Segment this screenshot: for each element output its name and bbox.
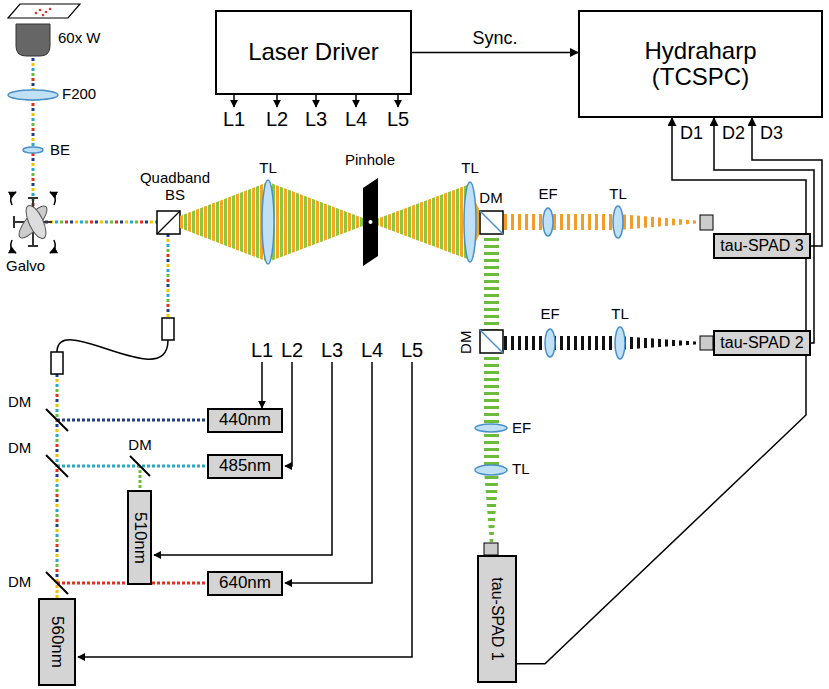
part-label: TL	[259, 160, 277, 177]
part-label: BE	[50, 142, 70, 159]
signal-name: L1	[223, 108, 245, 130]
part-label: TL	[461, 160, 479, 177]
part-label: Quadband BS	[135, 170, 215, 203]
part-label: DM	[458, 331, 475, 354]
laser-beam	[139, 466, 142, 488]
laser-beam	[32, 58, 35, 212]
laser-beam	[45, 221, 157, 224]
part-label: DM	[8, 394, 31, 411]
laser-beam	[32, 58, 35, 212]
laser-beam	[56, 374, 59, 583]
detector-box: tau-SPAD 3	[713, 233, 811, 259]
laser-box: 440nm	[207, 408, 283, 433]
part-label: TL	[609, 186, 627, 203]
part-label: Galvo	[6, 258, 45, 275]
box-label: 560nm	[48, 616, 67, 668]
part-label: DM	[8, 574, 31, 591]
laser-beam	[32, 58, 35, 212]
laser-beam	[32, 58, 35, 212]
box-label: 510nm	[130, 512, 149, 564]
laser-beam	[56, 374, 59, 583]
signal-name: L4	[361, 339, 383, 361]
box-label: 640nm	[219, 574, 271, 593]
signal-name: D2	[720, 124, 747, 144]
signal-name: L5	[401, 339, 423, 361]
laser-beam	[45, 221, 157, 224]
laser-beam	[45, 221, 157, 224]
box-label: 485nm	[219, 457, 271, 476]
box-label: tau-SPAD 1	[488, 577, 506, 660]
laser-beam	[45, 221, 157, 224]
laser-beam	[167, 234, 170, 318]
laser-beam	[167, 234, 170, 318]
laser-box: 560nm	[38, 598, 76, 686]
part-label: TL	[512, 461, 530, 478]
signal-connector	[714, 118, 814, 343]
laser-box: 485nm	[207, 454, 283, 479]
part-label: EF	[512, 420, 531, 437]
laser-beam	[57, 465, 205, 468]
laser-beam	[57, 419, 205, 422]
part-label: 60x W	[58, 30, 101, 47]
part-label: EF	[538, 186, 557, 203]
signal-name: L2	[281, 339, 303, 361]
signal-name: L5	[387, 108, 409, 130]
detector-box: tau-SPAD 2	[713, 330, 811, 356]
laser-beam	[32, 58, 35, 212]
signal-name: Sync.	[470, 29, 519, 49]
tcspc-box: Hydraharp (TCSPC)	[578, 10, 823, 118]
part-label: TL	[611, 306, 629, 323]
box-label: Laser Driver	[248, 39, 379, 65]
box-label: 440nm	[219, 411, 271, 430]
signal-connector	[517, 118, 806, 664]
box-label: tau-SPAD 3	[720, 237, 803, 255]
part-label: Pinhole	[345, 152, 395, 169]
signal-name: L2	[266, 108, 288, 130]
laser-beam	[45, 221, 157, 224]
signal-name: L3	[321, 339, 343, 361]
driver-box: Laser Driver	[215, 10, 412, 95]
laser-box: 510nm	[127, 490, 152, 585]
part-label: DM	[128, 437, 151, 454]
part-label: DM	[479, 190, 502, 207]
signal-connector	[752, 118, 822, 246]
signal-name: L4	[345, 108, 367, 130]
signal-name: L3	[305, 108, 327, 130]
detector-box: tau-SPAD 1	[477, 555, 517, 683]
part-label: F200	[62, 86, 96, 103]
box-label: tau-SPAD 2	[720, 334, 803, 352]
signal-connector	[412, 52, 578, 54]
box-label: Hydraharp (TCSPC)	[616, 38, 786, 91]
signal-name: D3	[758, 124, 785, 144]
signal-name: L1	[251, 339, 273, 361]
signal-name: D1	[678, 124, 705, 144]
laser-beam	[167, 234, 170, 318]
laser-beam	[56, 374, 59, 583]
part-label: EF	[540, 306, 559, 323]
laser-beam	[56, 374, 59, 583]
laser-beam	[167, 234, 170, 318]
part-label: DM	[8, 440, 31, 457]
laser-beam	[56, 374, 59, 583]
laser-box: 640nm	[207, 571, 283, 596]
laser-beam	[167, 234, 170, 318]
